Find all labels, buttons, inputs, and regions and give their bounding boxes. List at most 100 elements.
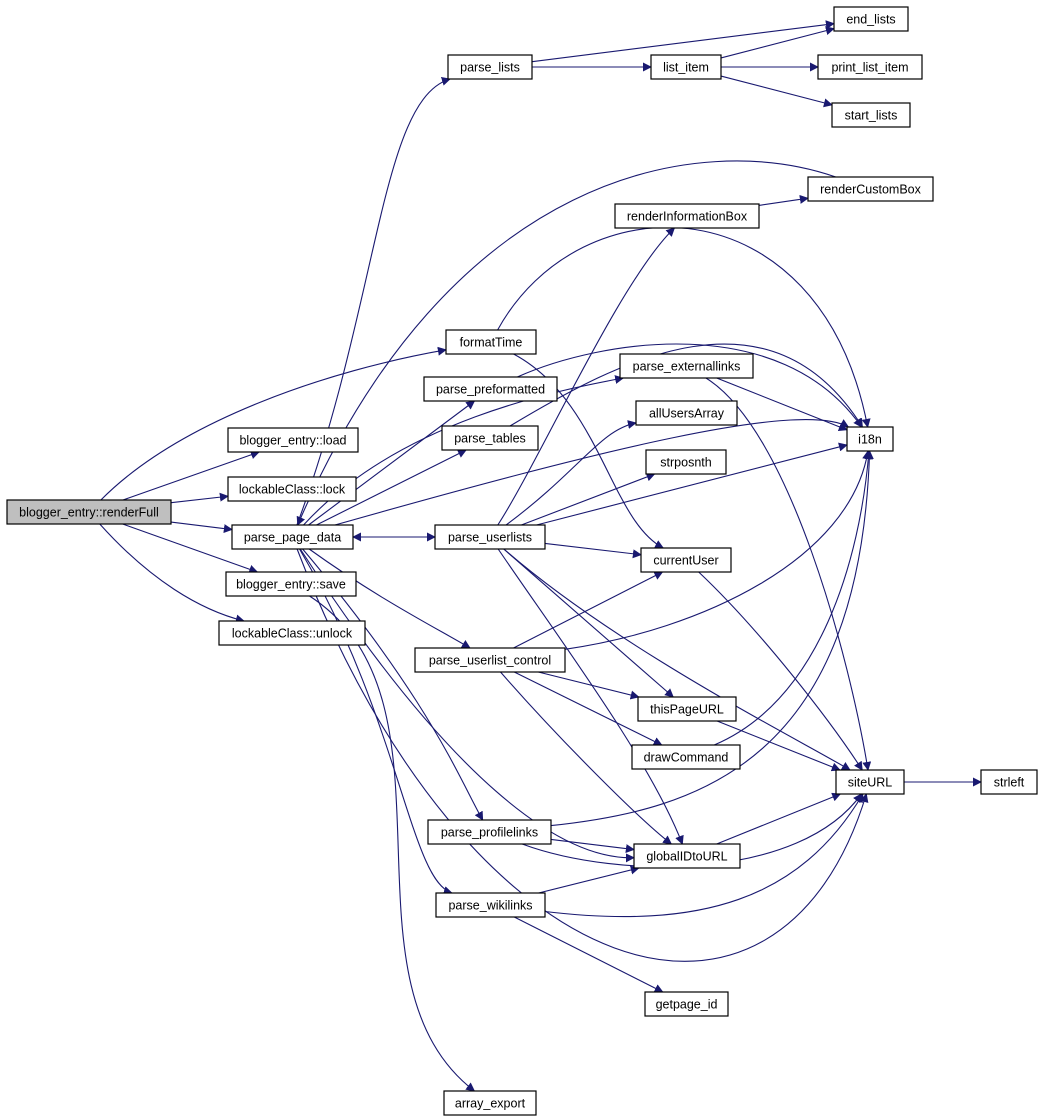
node-box <box>807 176 934 202</box>
edge-formatTime-to-i18n <box>497 226 871 428</box>
node-label: blogger_entry::save <box>236 578 346 592</box>
edge-currentUser-to-siteURL <box>698 571 863 771</box>
node-box <box>640 547 732 573</box>
node-label: parse_lists <box>460 61 520 75</box>
edge-renderFull-to-unlock <box>99 523 245 624</box>
node-i18n[interactable]: i18n <box>846 426 894 452</box>
edge-parse_userlists-to-thisPageURL <box>503 548 674 698</box>
node-strposnth[interactable]: strposnth <box>645 449 727 475</box>
node-label: lockableClass::unlock <box>232 627 353 641</box>
node-parse_wikilinks[interactable]: parse_wikilinks <box>435 892 546 918</box>
node-box <box>441 425 539 451</box>
node-label: strleft <box>994 776 1025 790</box>
node-load[interactable]: blogger_entry::load <box>227 427 359 453</box>
node-parse_tables[interactable]: parse_tables <box>441 425 539 451</box>
node-label: start_lists <box>845 109 898 123</box>
edge-renderFull-to-lock <box>170 492 229 504</box>
node-box <box>423 376 558 402</box>
edge-parse_userlists-to-globalIDtoURL <box>497 548 684 845</box>
node-siteURL[interactable]: siteURL <box>835 769 905 795</box>
node-label: parse_page_data <box>244 531 341 545</box>
node-strleft[interactable]: strleft <box>980 769 1038 795</box>
node-unlock[interactable]: lockableClass::unlock <box>218 620 366 646</box>
node-box <box>833 6 909 32</box>
edge-parse_page_data-to-parse_userlist_control <box>308 548 471 649</box>
node-start_lists[interactable]: start_lists <box>831 102 911 128</box>
node-globalIDtoURL[interactable]: globalIDtoURL <box>633 843 741 869</box>
node-list_item[interactable]: list_item <box>650 54 722 80</box>
edge-parse_preformatted-to-i18n <box>517 343 863 428</box>
node-currentUser[interactable]: currentUser <box>640 547 732 573</box>
node-getpage_id[interactable]: getpage_id <box>644 991 729 1017</box>
edge-parse_userlists-to-i18n <box>536 442 848 526</box>
edge-thisPageURL-to-siteURL <box>716 720 841 772</box>
node-thisPageURL[interactable]: thisPageURL <box>637 696 737 722</box>
node-box <box>218 620 366 646</box>
node-box <box>846 426 894 452</box>
node-box <box>637 696 737 722</box>
node-label: parse_tables <box>454 432 526 446</box>
edge-parse_userlist_control-to-currentUser <box>513 571 664 649</box>
node-box <box>835 769 905 795</box>
node-renderFull[interactable]: blogger_entry::renderFull <box>6 499 172 525</box>
node-parse_lists[interactable]: parse_lists <box>447 54 533 80</box>
edge-parse_userlist_control-to-drawCommand <box>514 671 663 746</box>
node-label: renderCustomBox <box>820 183 921 197</box>
edge-parse_userlist_control-to-i18n <box>564 450 872 650</box>
node-label: parse_profilelinks <box>441 826 538 840</box>
node-box <box>447 54 533 80</box>
node-allUsersArray[interactable]: allUsersArray <box>635 400 738 426</box>
node-parse_preformatted[interactable]: parse_preformatted <box>423 376 558 402</box>
node-parse_userlist_control[interactable]: parse_userlist_control <box>414 647 566 673</box>
node-label: currentUser <box>653 554 718 568</box>
edge-parse_page_data-to-siteURL <box>296 548 869 962</box>
edge-renderFull-to-save <box>122 523 259 574</box>
edge-parse_profilelinks-to-i18n <box>550 450 874 827</box>
node-label: parse_userlists <box>448 531 532 545</box>
edge-parse_profilelinks-to-globalIDtoURL <box>550 838 635 854</box>
node-label: siteURL <box>848 776 893 790</box>
edge-list_item-to-end_lists <box>720 26 835 59</box>
node-box <box>635 400 738 426</box>
node-parse_userlists[interactable]: parse_userlists <box>434 524 546 550</box>
edge-parse_userlist_control-to-globalIDtoURL <box>500 671 673 845</box>
node-label: formatTime <box>460 336 523 350</box>
edge-globalIDtoURL-to-siteURL <box>716 792 842 845</box>
node-label: allUsersArray <box>649 407 725 421</box>
edge-drawCommand-to-i18n <box>713 450 873 746</box>
node-box <box>619 353 754 379</box>
node-label: parse_preformatted <box>436 383 545 397</box>
node-save[interactable]: blogger_entry::save <box>225 571 357 597</box>
node-renderInformationBox[interactable]: renderInformationBox <box>614 203 760 229</box>
node-label: list_item <box>663 61 709 75</box>
nodes: blogger_entry::renderFullblogger_entry::… <box>6 6 1038 1116</box>
node-parse_profilelinks[interactable]: parse_profilelinks <box>427 819 552 845</box>
edge-parse_page_data-to-parse_tables <box>316 449 467 526</box>
node-label: globalIDtoURL <box>646 850 727 864</box>
node-parse_page_data[interactable]: parse_page_data <box>231 524 354 550</box>
node-formatTime[interactable]: formatTime <box>445 329 537 355</box>
node-drawCommand[interactable]: drawCommand <box>631 744 741 770</box>
node-box <box>227 427 359 453</box>
node-parse_externallinks[interactable]: parse_externallinks <box>619 353 754 379</box>
node-label: i18n <box>858 433 882 447</box>
node-array_export[interactable]: array_export <box>443 1090 537 1116</box>
node-label: parse_userlist_control <box>429 654 551 668</box>
node-lock[interactable]: lockableClass::lock <box>227 476 357 502</box>
edge-parse_userlists-to-siteURL <box>503 548 851 771</box>
node-box <box>225 571 357 597</box>
node-label: strposnth <box>660 456 711 470</box>
node-box <box>645 449 727 475</box>
node-box <box>644 991 729 1017</box>
node-print_list_item[interactable]: print_list_item <box>817 54 923 80</box>
edge-parse_page_data-to-parse_lists <box>296 77 451 526</box>
node-end_lists[interactable]: end_lists <box>833 6 909 32</box>
node-label: parse_externallinks <box>633 360 741 374</box>
node-label: print_list_item <box>831 61 908 75</box>
node-box <box>831 102 911 128</box>
node-renderCustomBox[interactable]: renderCustomBox <box>807 176 934 202</box>
edge-renderInformationBox-to-renderCustomBox <box>758 194 809 206</box>
edge-parse_externallinks-to-i18n <box>716 377 848 432</box>
node-label: parse_wikilinks <box>448 899 532 913</box>
